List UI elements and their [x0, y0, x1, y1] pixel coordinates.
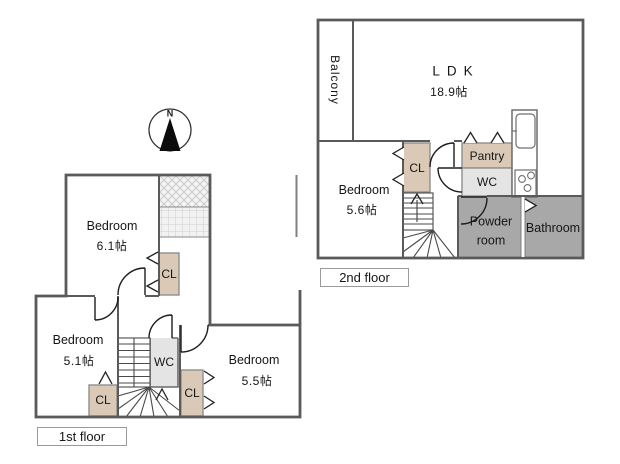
closet-door-arrows-1f [98, 251, 216, 410]
bedroom-6-1-name: Bedroom [86, 218, 138, 233]
wc-2f-label: WC [477, 175, 497, 189]
bedroom-5-6-area: 5.6帖 [346, 203, 378, 217]
door-arcs-1f [94, 267, 209, 353]
stairs-1f [117, 337, 181, 418]
ldk-area: 18.9帖 [430, 85, 468, 99]
closet-2f-label: CL [409, 161, 425, 175]
bedroom-5-6-name: Bedroom [338, 182, 390, 197]
stairs-2f [402, 192, 456, 259]
pantry-label: Pantry [469, 149, 505, 163]
bedroom-6-1-area: 6.1帖 [96, 239, 128, 253]
kitchen-counter-icon [511, 109, 538, 198]
bedroom-5-5-area: 5.5帖 [241, 374, 273, 388]
bathroom-door-opening [521, 197, 525, 257]
balcony-label: Balcony [328, 55, 342, 105]
bedroom-5-1-name: Bedroom [52, 332, 104, 347]
floor2-walls [316, 18, 585, 260]
bathroom-door-arrow [524, 198, 538, 213]
closet-door-arrows-2f [391, 131, 538, 213]
floor2-title: 2nd floor [320, 268, 409, 287]
wc-1f-label: WC [154, 355, 174, 369]
entrance-tile-hatch [158, 206, 211, 238]
closet-bottom-right-label: CL [184, 386, 200, 400]
door-arcs-2f [429, 142, 488, 225]
bedroom-5-5-name: Bedroom [228, 352, 280, 367]
porch-hatch [158, 174, 211, 208]
floor1-walls [34, 173, 302, 419]
bedroom-5-1-area: 5.1帖 [63, 354, 95, 368]
closet-top-label: CL [161, 267, 177, 281]
compass-icon [148, 108, 192, 152]
ldk-name: LDK [432, 63, 480, 79]
powder-room-label: Powder room [469, 214, 513, 248]
bathroom-label: Bathroom [525, 220, 581, 235]
closet-bottom-left [88, 384, 118, 417]
closet-bottom-left-label: CL [95, 393, 111, 407]
floor1-plan [34, 173, 302, 419]
wc-room-2f [461, 167, 513, 197]
compass-north-label: N [166, 108, 174, 119]
wc-room-1f [149, 337, 179, 388]
floor1-title: 1st floor [37, 427, 127, 446]
floor2-plan [316, 18, 585, 260]
